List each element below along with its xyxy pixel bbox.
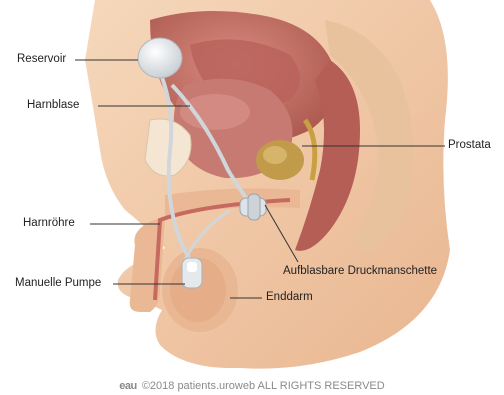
bladder-highlight	[180, 94, 250, 130]
eau-logo: eau	[119, 380, 136, 392]
copyright-notice: eau ©2018 patients.uroweb ALL RIGHTS RES…	[0, 380, 504, 393]
label-prostate: Prostata	[448, 138, 491, 152]
label-cuff: Aufblasbare Druckmanschette	[283, 264, 437, 278]
label-bladder: Harnblase	[27, 98, 79, 112]
reservoir-shape	[138, 38, 182, 78]
label-reservoir: Reservoir	[17, 52, 66, 66]
label-pump: Manuelle Pumpe	[15, 276, 101, 290]
cuff-shape	[240, 194, 266, 220]
copyright-text: ©2018 patients.uroweb ALL RIGHTS RESERVE…	[142, 380, 385, 392]
label-rectum: Enddarm	[266, 290, 313, 304]
label-urethra: Harnröhre	[23, 216, 75, 230]
